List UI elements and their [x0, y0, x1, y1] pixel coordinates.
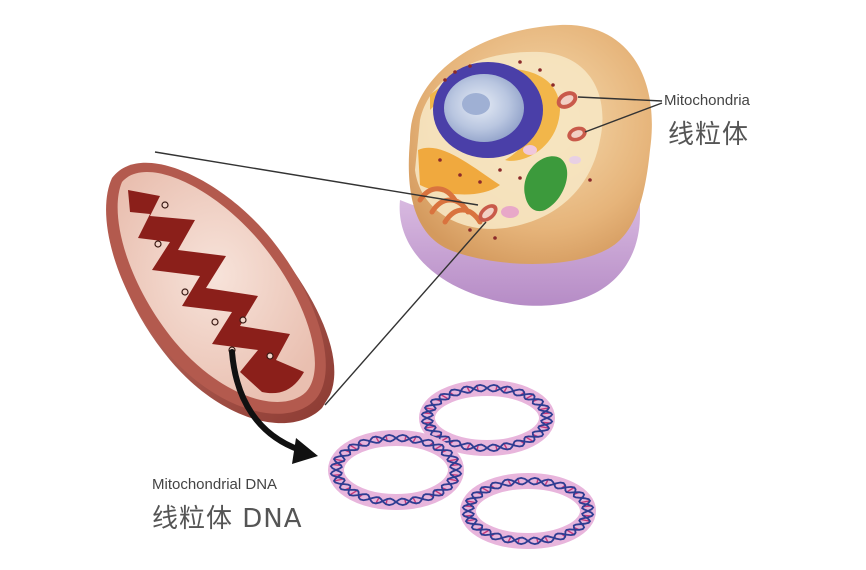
mito-dna-dots: [154, 201, 274, 360]
enlarged-mitochondrion: [106, 162, 335, 424]
mtdna-ring: [419, 380, 555, 456]
dna-base-pair: [349, 489, 358, 496]
dna-base-pair: [440, 393, 449, 400]
mitochondria-label-en: Mitochondria: [664, 92, 750, 109]
cell-mitochondrion-1: [556, 91, 578, 109]
mtdna-ring: [328, 430, 464, 510]
mitochondria-label-zh: 线粒体: [668, 120, 750, 150]
mtdna-ring: [460, 473, 596, 549]
dna-strand: [461, 476, 595, 546]
dna-strand: [329, 433, 463, 507]
curved-arrow-icon: [229, 349, 318, 464]
chloroplast-like-organelle: [524, 156, 568, 212]
dna-base-pair: [481, 529, 490, 536]
leader-line-mito-1: [577, 96, 663, 102]
dna-base-pair: [434, 489, 443, 496]
cell-mitochondrion-2: [567, 126, 587, 142]
vesicles: [501, 145, 581, 218]
leader-line-mito-2: [584, 102, 663, 133]
zoom-line-bottom: [324, 221, 487, 406]
dna-base-pair: [481, 486, 490, 493]
dna-base-pair: [525, 436, 534, 443]
dna-base-pair: [349, 444, 358, 451]
zoom-line-top: [154, 151, 479, 206]
dna-base-pair: [525, 393, 534, 400]
dna-base-pair: [566, 529, 575, 536]
mito-cristae: [128, 190, 304, 394]
dna-base-pair: [566, 486, 575, 493]
mtdna-label-en: Mitochondrial DNA: [152, 476, 278, 493]
nucleolus: [462, 93, 490, 115]
mtdna-rings: [328, 380, 596, 549]
dna-base-pair: [434, 444, 443, 451]
dna-strand: [420, 383, 554, 453]
leader-lines: [154, 96, 663, 406]
cell-mitochondrion-3: [478, 204, 498, 222]
animal-cell: [399, 24, 652, 306]
mtdna-label-zh: 线粒体 DNA: [152, 504, 303, 534]
